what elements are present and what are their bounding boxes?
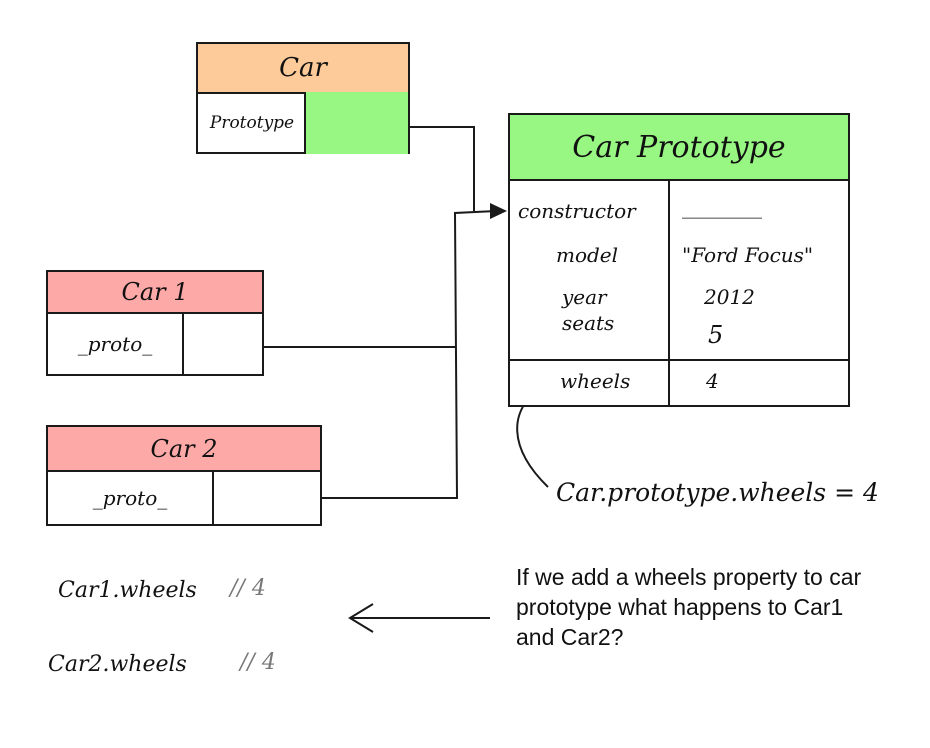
car2-proto-label: _proto_ <box>92 486 168 510</box>
car2-title: Car 2 <box>48 427 320 472</box>
divider <box>510 359 848 361</box>
prop-key-constructor: constructor <box>518 199 636 223</box>
result-car1-expr: Car1.wheels <box>58 578 197 603</box>
car-prototype-box: Car Prototype constructor ________ model… <box>508 113 850 407</box>
car-box: Car Prototype <box>196 42 410 154</box>
prop-key-year: year <box>562 285 607 309</box>
car-prototype-value <box>306 92 408 154</box>
car1-proto-label: _proto_ <box>77 332 153 356</box>
prop-key-wheels: wheels <box>560 369 631 393</box>
divider <box>182 312 184 376</box>
prototype-arrow-head <box>490 203 507 219</box>
divider <box>668 179 670 407</box>
car2-proto-pointer <box>258 210 497 499</box>
result-car1-comment: // 4 <box>230 576 266 601</box>
annotation-code: Car.prototype.wheels = 4 <box>556 478 879 507</box>
result-arrow-head <box>348 603 374 633</box>
car2-box: Car 2 _proto_ <box>46 425 322 526</box>
prop-key-seats: seats <box>562 311 615 335</box>
car-prototype-label: Prototype <box>209 113 295 133</box>
result-car2-expr: Car2.wheels <box>48 652 187 677</box>
prop-value-wheels: 4 <box>706 369 719 393</box>
car1-title: Car 1 <box>48 272 262 314</box>
result-car2-comment: // 4 <box>240 650 276 675</box>
prop-value-model: "Ford Focus" <box>682 243 814 267</box>
question-text: If we add a wheels property to car proto… <box>516 564 862 650</box>
car-prototype-title: Car Prototype <box>510 115 848 181</box>
prop-value-year: 2012 <box>704 285 755 309</box>
prop-value-constructor: ________ <box>682 195 762 219</box>
car1-box: Car 1 _proto_ <box>46 270 264 376</box>
car-title: Car <box>198 44 408 94</box>
prop-value-seats: 5 <box>708 321 724 349</box>
prop-key-model: model <box>556 243 619 267</box>
divider <box>304 92 306 154</box>
divider <box>212 470 214 526</box>
